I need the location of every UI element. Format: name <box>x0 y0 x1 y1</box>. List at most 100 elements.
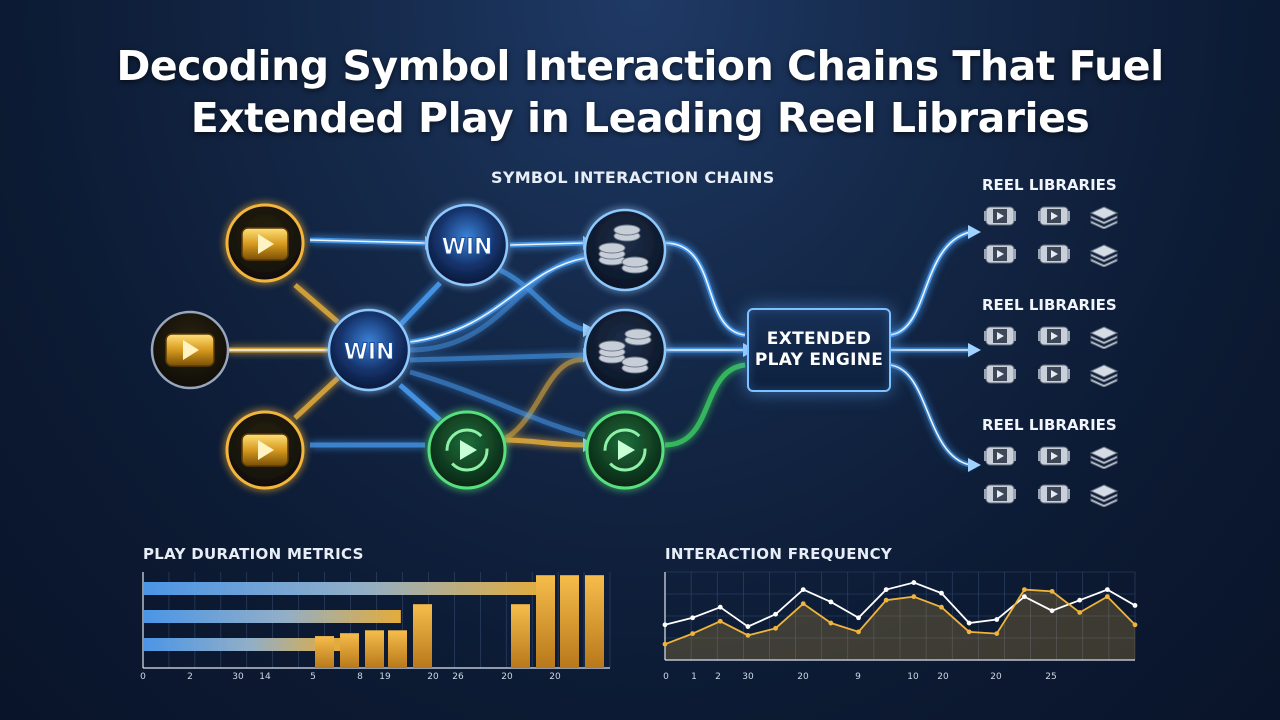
frequency-point <box>1077 597 1083 603</box>
interaction-frequency-title: INTERACTION FREQUENCY <box>665 545 893 563</box>
play-reel-icon <box>984 203 1016 229</box>
frequency-x-tick: 25 <box>1045 672 1057 682</box>
stack-icon <box>1088 323 1120 350</box>
frequency-point <box>856 629 861 635</box>
title-line-1: Decoding Symbol Interaction Chains That … <box>116 42 1164 90</box>
page-title: Decoding Symbol Interaction Chains That … <box>0 40 1280 144</box>
frequency-point <box>1104 587 1110 592</box>
green-node-left <box>427 410 507 490</box>
stack-icon <box>1088 361 1120 388</box>
frequency-point <box>1049 608 1055 614</box>
gold-reel-node-top <box>225 203 305 283</box>
frequency-point <box>773 625 778 631</box>
coin-node-top <box>583 208 667 292</box>
frequency-point <box>911 594 917 600</box>
gold-reel-node-bottom <box>225 410 305 490</box>
frequency-point <box>662 641 668 647</box>
frequency-point <box>994 631 1000 636</box>
frequency-x-tick: 0 <box>663 672 669 682</box>
frequency-point <box>1132 622 1138 628</box>
play-reel-icon <box>1038 203 1070 229</box>
green-node-right <box>585 410 665 490</box>
frequency-point <box>745 624 751 629</box>
duration-column <box>536 575 555 668</box>
play-reel-icon <box>984 323 1016 349</box>
duration-column <box>315 636 334 668</box>
frequency-point <box>939 590 944 596</box>
play-reel-icon <box>1038 443 1070 469</box>
win-text-top: WIN <box>442 235 493 260</box>
frequency-point <box>1022 587 1027 592</box>
win-node-top <box>425 203 509 287</box>
frequency-point <box>745 632 751 638</box>
duration-column <box>511 604 530 668</box>
duration-column <box>560 575 579 668</box>
frequency-point <box>828 620 834 626</box>
duration-x-tick: 20 <box>549 672 561 682</box>
frequency-area <box>665 589 1135 660</box>
engine-label: EXTENDED PLAY ENGINE <box>754 329 884 370</box>
frequency-point <box>1104 594 1110 600</box>
frequency-point <box>828 599 834 605</box>
duration-x-tick: 5 <box>310 672 316 682</box>
win-text-center: WIN <box>344 340 395 365</box>
frequency-point <box>883 597 889 603</box>
frequency-point <box>773 611 778 617</box>
stack-icon <box>1088 443 1120 470</box>
frequency-line-0 <box>664 581 1136 628</box>
frequency-x-tick: 2 <box>715 672 721 682</box>
duration-x-tick: 26 <box>452 672 464 682</box>
duration-bar-bottom <box>144 638 341 651</box>
frequency-point <box>1022 594 1027 600</box>
play-reel-icon <box>984 241 1016 267</box>
duration-x-tick: 20 <box>427 672 439 682</box>
duration-column <box>340 633 359 668</box>
gold-reel-node-middle <box>150 310 230 390</box>
frequency-point <box>717 618 723 624</box>
frequency-point <box>1077 610 1083 615</box>
play-reel-icon <box>984 443 1016 469</box>
green-connectors <box>664 362 746 448</box>
play-reel-icon <box>984 481 1016 507</box>
play-reel-icon <box>984 361 1016 387</box>
frequency-x-tick: 10 <box>907 672 919 682</box>
duration-x-tick: 2 <box>187 672 193 682</box>
library-group-3-label: REEL LIBRARIES <box>982 416 1117 434</box>
frequency-x-tick: 20 <box>937 672 949 682</box>
duration-x-tick: 20 <box>501 672 513 682</box>
chains-label: SYMBOL INTERACTION CHAINS <box>491 168 775 187</box>
frequency-x-tick: 1 <box>691 672 697 682</box>
stack-icon <box>1088 241 1120 268</box>
title-line-2: Extended Play in Leading Reel Libraries <box>190 94 1090 142</box>
coin-node-middle <box>583 308 667 392</box>
frequency-point <box>966 629 972 635</box>
extended-play-engine: EXTENDED PLAY ENGINE <box>747 308 891 392</box>
frequency-point <box>690 631 696 636</box>
duration-column <box>388 630 407 668</box>
frequency-point <box>800 601 806 607</box>
frequency-point <box>994 617 1000 622</box>
duration-x-tick: 30 <box>232 672 244 682</box>
frequency-point <box>717 604 723 610</box>
frequency-x-tick: 20 <box>797 672 809 682</box>
play-duration-title: PLAY DURATION METRICS <box>143 545 364 563</box>
frequency-x-tick: 20 <box>990 672 1002 682</box>
stack-icon <box>1088 481 1120 508</box>
duration-column <box>585 575 604 668</box>
frequency-point <box>800 587 806 592</box>
library-group-1-label: REEL LIBRARIES <box>982 176 1117 194</box>
frequency-line-1 <box>664 588 1136 646</box>
duration-bar-middle <box>144 610 401 623</box>
stack-icon <box>1088 203 1120 230</box>
play-reel-icon <box>1038 361 1070 387</box>
play-reel-icon <box>1038 241 1070 267</box>
duration-x-tick: 14 <box>259 672 271 682</box>
duration-x-tick: 19 <box>379 672 391 682</box>
frequency-point <box>1049 588 1055 594</box>
library-group-2-label: REEL LIBRARIES <box>982 296 1117 314</box>
frequency-point <box>911 580 917 585</box>
win-node-center <box>327 308 411 392</box>
frequency-point <box>856 615 861 621</box>
